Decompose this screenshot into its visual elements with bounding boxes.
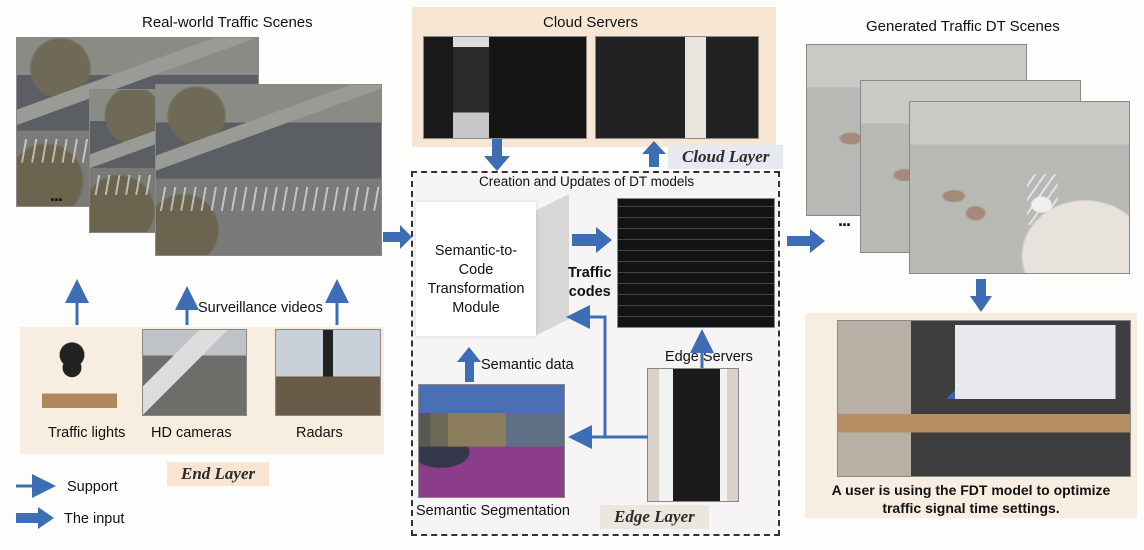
cloud-server-room-photo-2 — [595, 36, 759, 139]
hd-cameras-photo — [142, 329, 247, 416]
cloud-layer-tag: Cloud Layer — [668, 145, 784, 169]
user-using-fdt-photo — [837, 320, 1131, 477]
support-arrow-edge-to-module — [566, 305, 607, 437]
legend-input-label: The input — [64, 511, 125, 527]
cloud-servers-title: Cloud Servers — [543, 14, 639, 31]
semantic-segmentation-image — [418, 384, 565, 498]
dt-scene-photo-3 — [909, 101, 1130, 274]
generated-dt-title: Generated Traffic DT Scenes — [866, 18, 1060, 35]
input-arrow-edge-to-generated — [787, 229, 825, 253]
device-label-traffic-lights: Traffic lights — [48, 425, 126, 441]
module-label-line-1: Semantic-to- — [434, 243, 518, 259]
module-label-line-2: Code — [458, 262, 494, 278]
legend-support-label: Support — [67, 479, 118, 495]
traffic-code-editor-screenshot — [617, 198, 775, 328]
user-caption-line-1: A user is using the FDT model to optimiz… — [831, 482, 1111, 498]
radars-photo — [275, 329, 381, 416]
ellipsis-generated: ... — [838, 210, 851, 230]
surveillance-videos-label: Surveillance videos — [198, 300, 323, 316]
input-arrow-cloud-to-edge — [484, 139, 510, 171]
traffic-codes-label: Traffic codes — [568, 264, 612, 302]
user-caption-line-2: traffic signal time settings. — [882, 500, 1060, 516]
edge-layer-tag: Edge Layer — [600, 505, 709, 529]
semantic-segmentation-label: Semantic Segmentation — [416, 503, 570, 519]
traffic-lights-photo — [42, 329, 117, 415]
semantic-data-label: Semantic data — [481, 357, 574, 373]
thin-arrows — [16, 279, 714, 498]
input-arrow-generated-to-user — [970, 279, 992, 312]
cloud-server-room-photo-1 — [423, 36, 587, 139]
user-caption: A user is using the FDT model to optimiz… — [805, 481, 1137, 517]
module-cube — [416, 202, 536, 336]
module-label: Semantic-to- Code Transformation Module — [416, 242, 536, 318]
edge-server-tower-photo — [647, 368, 739, 502]
input-arrow-edge-to-cloud — [642, 141, 666, 167]
legend-thick-arrow-icon — [16, 507, 54, 529]
end-layer-tag: End Layer — [167, 462, 270, 486]
module-cube-side — [535, 194, 569, 336]
module-label-line-3: Transformation — [427, 281, 525, 297]
module-label-line-4: Module — [452, 300, 500, 316]
thick-arrows — [16, 139, 992, 529]
device-label-radars: Radars — [296, 425, 343, 441]
device-label-hd-cameras: HD cameras — [151, 425, 232, 441]
edge-servers-label: Edge Servers — [665, 349, 753, 365]
ellipsis-real-world: ... — [50, 185, 63, 205]
real-world-title: Real-world Traffic Scenes — [142, 14, 313, 31]
traffic-codes-line-1: Traffic — [568, 265, 612, 281]
traffic-codes-line-2: codes — [568, 284, 611, 300]
input-arrow-module-to-code — [572, 227, 612, 253]
traffic-scene-photo-3 — [155, 84, 382, 256]
edge-box-header: Creation and Updates of DT models — [479, 174, 695, 189]
input-arrow-semantic-data — [457, 347, 481, 382]
input-arrow-realworld-to-edge — [383, 225, 412, 249]
